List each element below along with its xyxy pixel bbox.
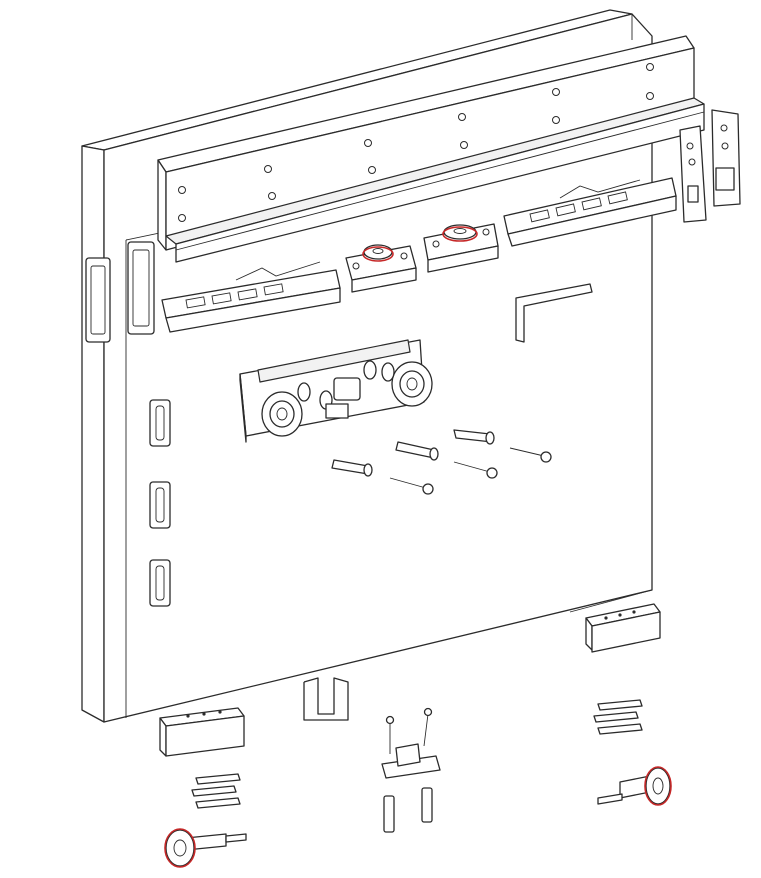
damper-left: [161, 261, 341, 333]
damper-right: [503, 177, 677, 247]
track-rail: [157, 35, 705, 263]
wall-plug-icon: [421, 787, 433, 823]
shims-left: [191, 773, 241, 809]
wall-plug-icon: [331, 459, 373, 477]
screw-icon: [509, 447, 552, 463]
floor-guide-center: [381, 707, 441, 833]
hex-key-icon: [515, 283, 593, 343]
wheel-icon: [164, 828, 247, 868]
track-stopper-2: [423, 223, 499, 273]
wheel-icon: [597, 766, 672, 806]
end-stop-right: [679, 109, 741, 223]
floor-guide-right: [585, 603, 661, 653]
screw-icon: [453, 461, 498, 479]
wall-plug-icon: [383, 795, 395, 833]
u-channel-guide: [303, 677, 349, 721]
screw-icon: [389, 477, 434, 495]
fasteners-group: [331, 429, 552, 495]
wall-plug-icon: [453, 429, 495, 445]
wall-plug-icon: [395, 441, 439, 461]
floor-guide-left: [159, 707, 245, 757]
track-stopper-1: [345, 244, 417, 293]
clip-brackets-left: [149, 399, 171, 607]
shims-right: [593, 699, 643, 735]
wall-brackets: [85, 241, 155, 343]
roller-carriage: [239, 339, 433, 443]
